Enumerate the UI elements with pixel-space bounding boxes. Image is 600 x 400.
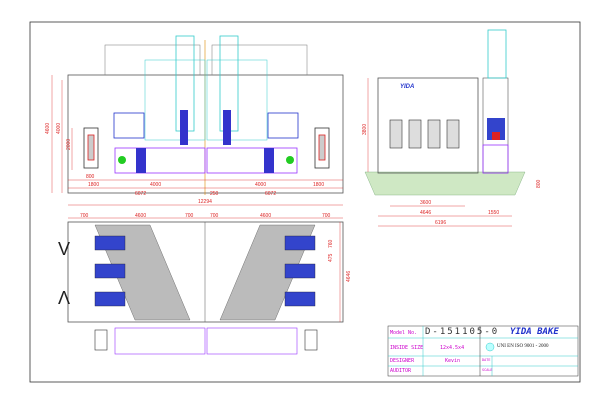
- date-label: DATE: [482, 358, 491, 362]
- scale-label: SCALE: [482, 368, 493, 372]
- model-value: D-151105-0: [425, 327, 500, 337]
- plan-dim-a: 700: [80, 213, 89, 219]
- dim-overall: 12294: [198, 199, 212, 205]
- designer-label: DESIGNER: [390, 358, 415, 364]
- dim-mid-right: 4000: [255, 182, 266, 188]
- side-dim-inner: 3600: [420, 200, 431, 206]
- side-dim-overall: 6196: [435, 220, 446, 226]
- burner-left: [113, 112, 145, 139]
- dim-gap: 250: [210, 191, 219, 197]
- title-block-frame: [387, 325, 579, 377]
- dim-mid-left: 4000: [150, 182, 161, 188]
- plan-view: V Λ 700 4600 700 700 4600 700 4646 760 4…: [58, 213, 352, 355]
- burner-right: [267, 112, 299, 139]
- side-dim-width: 4646: [420, 210, 431, 216]
- dim-door-width: 800: [86, 174, 95, 180]
- size-value: 12x4.5x4: [440, 345, 465, 351]
- model-label: Model No.: [390, 330, 418, 336]
- plan-dim-c: 700: [185, 213, 194, 219]
- side-view: YIDA 3800 3600 4646 1550 6196 800: [362, 29, 542, 227]
- dim-half-left: 6072: [135, 191, 146, 197]
- dim-height-total: 4600: [45, 123, 51, 134]
- door-left: [83, 127, 99, 169]
- plan-dim-depth: 4646: [346, 271, 352, 282]
- ground-pit: [364, 171, 526, 196]
- side-dim-plant: 1550: [488, 210, 499, 216]
- door-right: [314, 127, 330, 169]
- dim-door-height: 2000: [66, 139, 72, 150]
- front-view: 4600 4000 2000 800 1800 4000 6072 250 40…: [45, 35, 344, 206]
- side-exhaust-stack: [487, 29, 507, 79]
- auditor-label: AUDITOR: [390, 368, 412, 374]
- airflow-arrow-down: V: [58, 239, 70, 259]
- sheet-border: [29, 21, 581, 383]
- size-label: INSIDE SIZE: [390, 345, 424, 351]
- side-logo: YIDA: [400, 84, 414, 90]
- plan-dim-seg1: 760: [328, 239, 334, 248]
- plan-dim-d: 700: [210, 213, 219, 219]
- dim-right-seg: 1800: [313, 182, 324, 188]
- airflow-arrow-up: Λ: [58, 288, 70, 308]
- designer-value: Kevin: [445, 358, 461, 364]
- side-dim-pit: 800: [536, 179, 542, 188]
- plan-dim-seg2: 475: [328, 253, 334, 262]
- dim-left-seg: 1800: [88, 182, 99, 188]
- dim-height-inner: 4000: [56, 123, 62, 134]
- plan-dim-f: 700: [322, 213, 331, 219]
- iso-certification: UNI EN ISO 9001 - 2000: [497, 344, 549, 349]
- company-logo: YIDA BAKE: [510, 327, 559, 337]
- dim-half-right: 6072: [265, 191, 276, 197]
- plan-dim-b: 4600: [135, 213, 146, 219]
- plan-dim-e: 4600: [260, 213, 271, 219]
- side-dim-height: 3800: [362, 124, 368, 135]
